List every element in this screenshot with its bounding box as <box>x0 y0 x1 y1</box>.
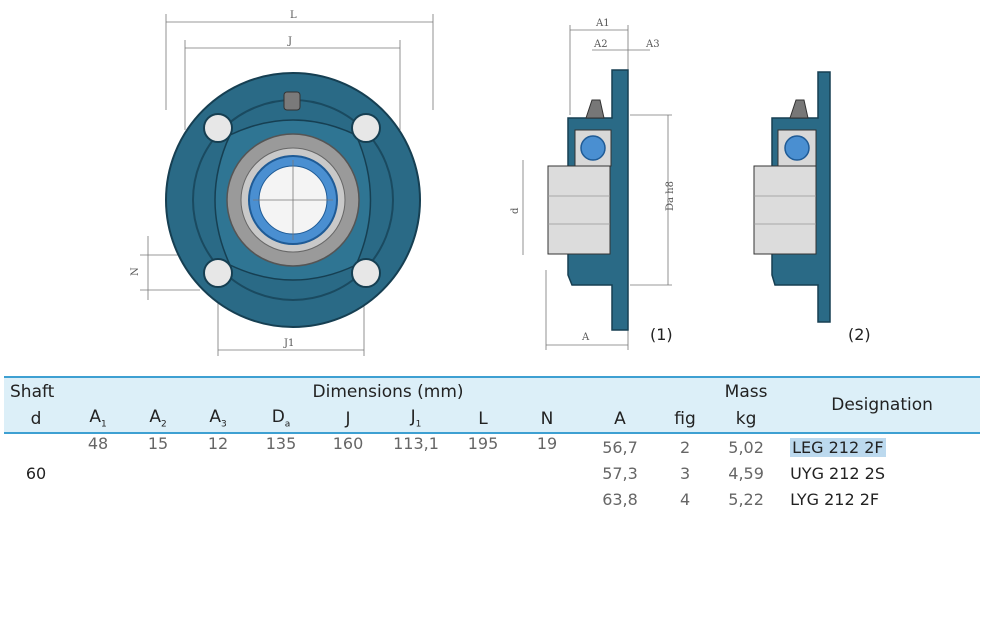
cell-kg: 5,22 <box>728 489 764 509</box>
dim-J-label: J <box>287 36 292 47</box>
figure-caption-1: (1) <box>650 325 673 344</box>
header-column-row: d A1 A2 A3 Da J J1 L N A fig kg <box>4 405 981 433</box>
col-A: A <box>578 405 662 433</box>
cell-L: 195 <box>467 434 499 453</box>
cell-A: 63,8 <box>602 489 638 509</box>
cell-designation[interactable]: LEG 212 2F <box>784 433 980 460</box>
header-group-row: Shaft Dimensions (mm) Mass Designation <box>4 377 981 433</box>
cell-Da: 135 <box>265 434 297 453</box>
dim-d-label: d <box>510 207 521 214</box>
designation-highlight[interactable]: LEG 212 2F <box>790 437 886 457</box>
table-row: 63,8 4 5,22 LYG 212 2F <box>4 486 980 512</box>
bearing-drawings: L J J1 N <box>130 10 871 356</box>
cell-A1: 48 <box>87 434 109 453</box>
cell-J: 160 <box>332 434 364 453</box>
section-view-1: A1 A2 A3 A Da h8 d (1) <box>510 18 676 350</box>
col-A1: A1 <box>68 405 128 433</box>
col-J1: J1 <box>382 405 450 433</box>
col-fig: fig <box>662 405 709 433</box>
shaft-d-cell: 60 <box>25 463 47 483</box>
front-view-drawing: L J J1 N <box>130 10 434 356</box>
dim-Da-label: Da h8 <box>665 181 676 211</box>
header-designation: Designation <box>784 377 981 433</box>
cell-J1: 113,1 <box>393 434 439 453</box>
dim-L-label: L <box>290 10 297 21</box>
cell-A3: 12 <box>207 434 229 453</box>
cell-A: 56,7 <box>602 437 638 457</box>
col-A3: A3 <box>188 405 248 433</box>
section-view-2: (2) <box>753 71 871 344</box>
table-row: 60 48 15 12 135 160 113,1 195 19 56,7 2 … <box>4 433 980 483</box>
cell-fig: 3 <box>679 463 691 483</box>
specification-table: Shaft Dimensions (mm) Mass Designation d… <box>4 376 981 512</box>
header-mass: Mass <box>708 377 785 405</box>
header-shaft: Shaft <box>4 377 68 405</box>
cell-N: 19 <box>536 434 558 453</box>
col-d: d <box>4 405 68 433</box>
col-A2: A2 <box>128 405 188 433</box>
col-kg: kg <box>708 405 785 433</box>
cell-designation[interactable]: UYG 212 2S <box>790 463 886 483</box>
cell-kg: 4,59 <box>728 463 764 483</box>
col-Da: Da <box>248 405 314 433</box>
dim-A-label: A <box>581 332 590 343</box>
table-row: 57,3 3 4,59 UYG 212 2S <box>4 460 980 486</box>
cell-fig: 4 <box>679 489 691 509</box>
dim-A2-label: A2 <box>593 39 608 50</box>
header-dimensions: Dimensions (mm) <box>68 377 709 405</box>
col-N: N <box>516 405 578 433</box>
dim-N-label: N <box>130 267 141 276</box>
cell-A2: 15 <box>147 434 169 453</box>
col-J: J <box>314 405 382 433</box>
col-L: L <box>450 405 516 433</box>
cell-kg: 5,02 <box>728 437 764 457</box>
dim-A3-label: A3 <box>645 39 660 50</box>
dim-A1-label: A1 <box>595 18 610 29</box>
dim-J1-label: J1 <box>283 338 294 349</box>
cell-designation[interactable]: LYG 212 2F <box>790 489 880 509</box>
cell-fig: 2 <box>679 437 691 457</box>
figure-caption-2: (2) <box>848 325 871 344</box>
cell-A: 57,3 <box>602 463 638 483</box>
